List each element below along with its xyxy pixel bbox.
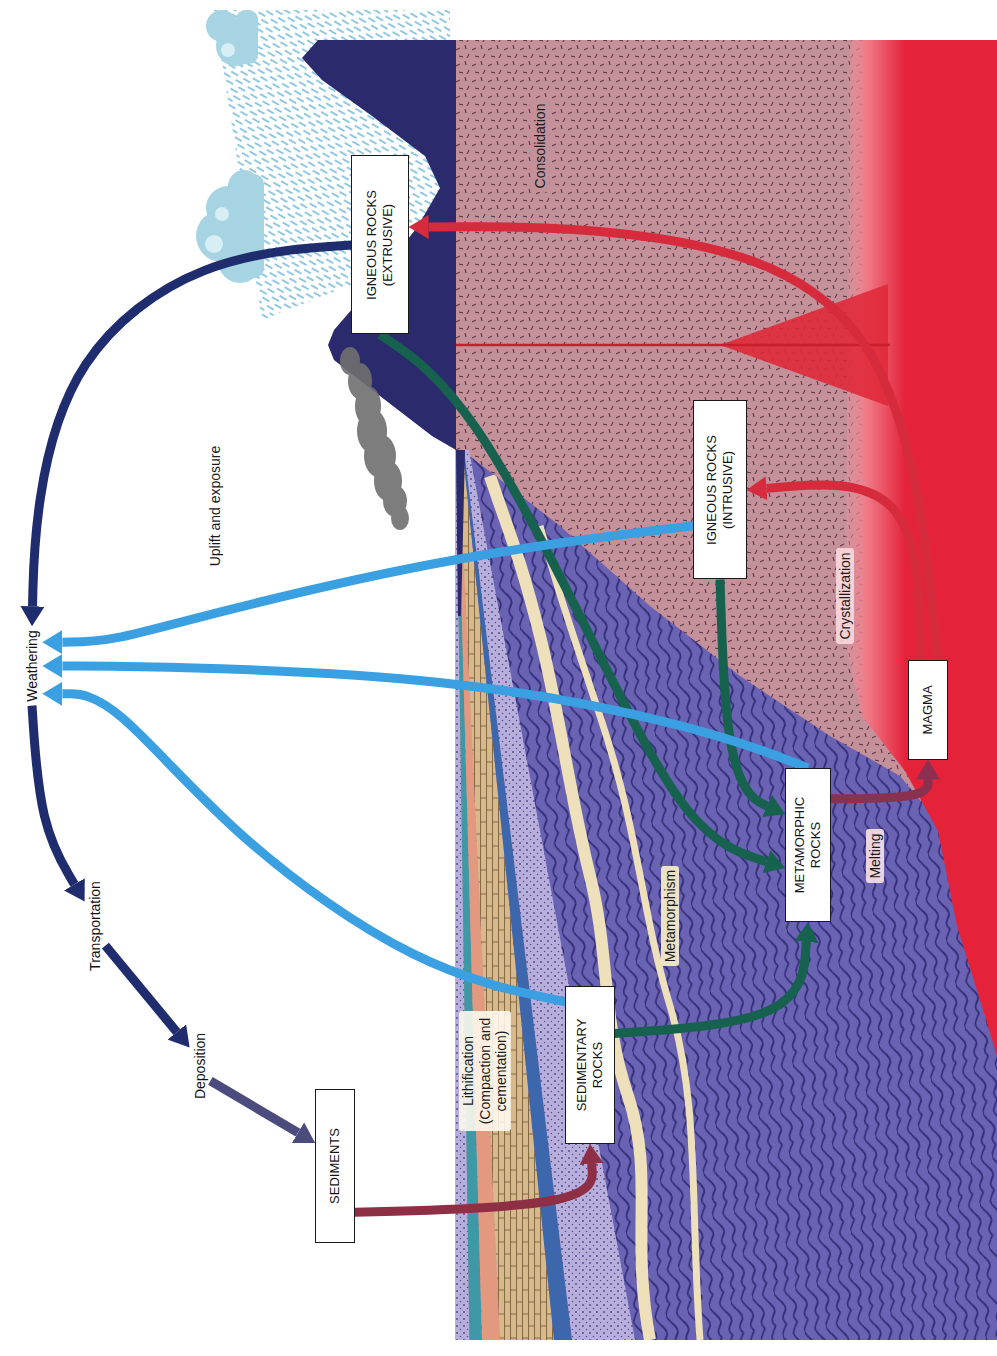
cycle-arrow — [831, 780, 928, 799]
node-text: MAGMA — [920, 685, 936, 734]
cycle-arrow — [720, 580, 767, 806]
node-text: Transportation — [87, 881, 104, 971]
process-word: Deposition — [190, 1029, 211, 1103]
cycle-arrow — [32, 706, 74, 885]
node-text: IGNEOUS ROCKS (INTRUSIVE) — [704, 428, 735, 553]
cycle-arrow — [210, 1081, 298, 1133]
process-label: Crystallization — [836, 548, 855, 643]
node-text: METAMORPHIC ROCKS — [792, 789, 823, 901]
rock-box: SEDIMENTARY ROCKS — [565, 986, 614, 1144]
cycle-arrow — [429, 227, 938, 661]
node-text: Weathering — [24, 630, 41, 701]
cycle-arrow — [62, 666, 808, 768]
process-label: Uplift and exposure — [206, 442, 225, 571]
rock-box: MAGMA — [908, 660, 948, 759]
cycle-arrow — [380, 335, 766, 862]
rock-box: IGNEOUS ROCKS (EXTRUSIVE) — [351, 156, 408, 335]
process-label: Metamorphism — [661, 866, 680, 967]
process-word: Transportation — [85, 877, 106, 975]
lava-flow — [456, 450, 465, 616]
rock-box: IGNEOUS ROCKS (INTRUSIVE) — [693, 401, 746, 580]
volcanic-smoke — [340, 347, 409, 530]
cycle-arrow — [767, 485, 921, 661]
node-text: IGNEOUS ROCKS (EXTRUSIVE) — [364, 183, 395, 308]
process-label: Lithification (Compaction and cementatio… — [459, 1011, 511, 1131]
cycle-arrow — [105, 946, 176, 1032]
cloud — [196, 10, 264, 283]
process-label: Consolidation — [531, 100, 550, 193]
node-text: SEDIMENTARY ROCKS — [574, 1009, 605, 1121]
cycle-arrow — [355, 1164, 593, 1212]
node-text: SEDIMENTS — [327, 1128, 343, 1204]
process-word: Weathering — [22, 626, 43, 705]
rock-box: METAMORPHIC ROCKS — [785, 768, 830, 922]
cycle-arrow — [62, 526, 693, 642]
node-text: Deposition — [192, 1033, 209, 1099]
cycle-arrow — [615, 942, 807, 1033]
cycle-arrow — [62, 694, 565, 1002]
cloud-highlight — [205, 43, 235, 253]
process-label: Melting — [866, 829, 885, 882]
cycle-arrow — [32, 245, 351, 606]
rock-box: SEDIMENTS — [315, 1089, 355, 1243]
crust — [455, 40, 997, 1340]
